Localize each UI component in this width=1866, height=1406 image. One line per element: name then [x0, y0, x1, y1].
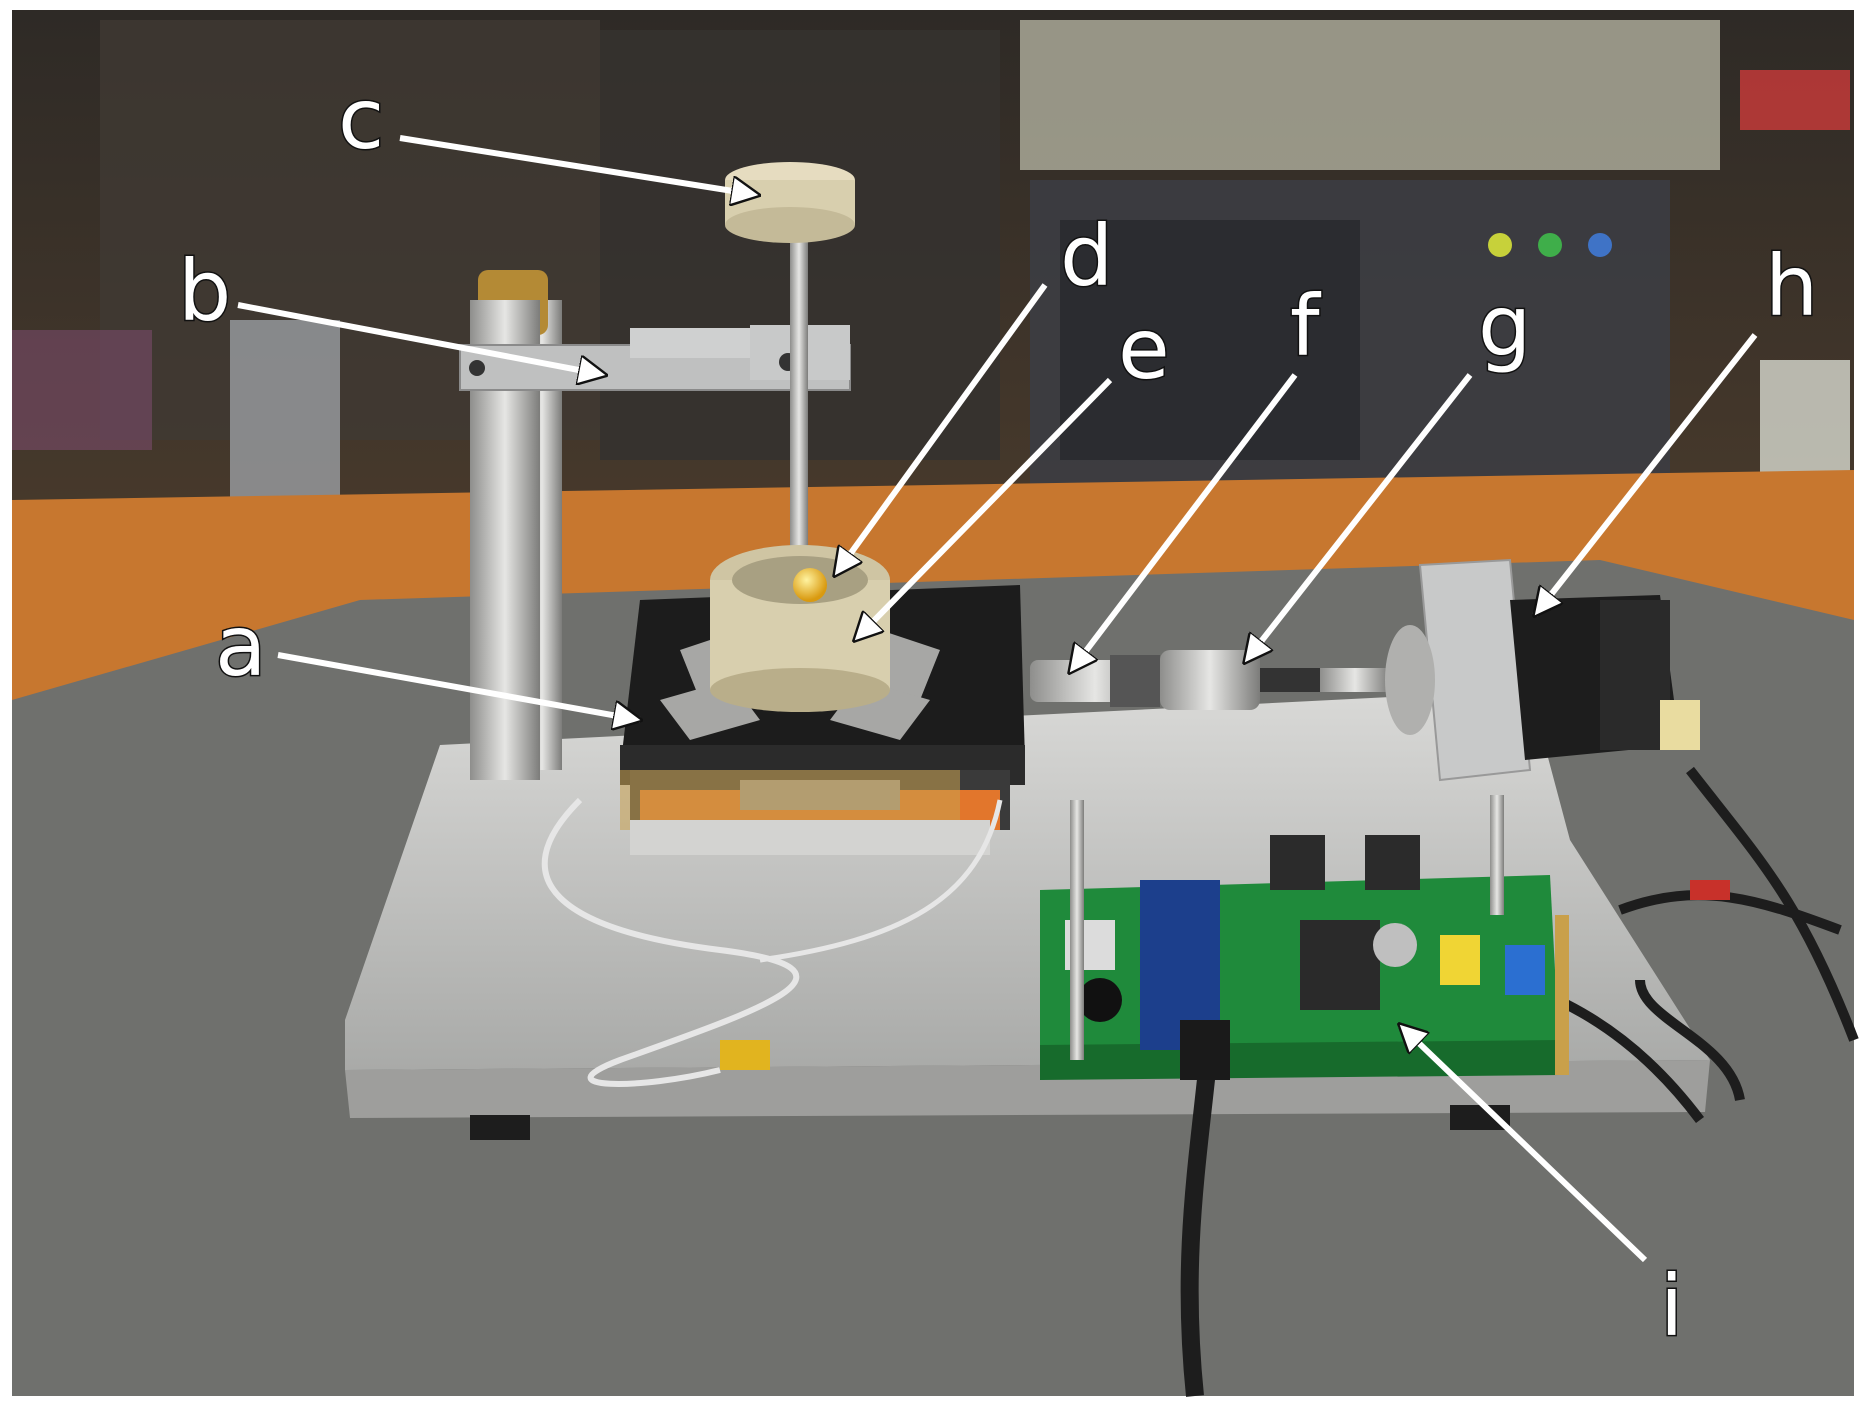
arrow-e	[855, 377, 1113, 640]
xy-stage	[620, 585, 1025, 855]
arrow-i	[1400, 1025, 1648, 1263]
arrow-c	[399, 135, 758, 195]
label-b: b	[178, 242, 231, 340]
drive-shaft	[1030, 650, 1390, 710]
label-i: i	[1660, 1257, 1683, 1355]
background	[12, 10, 1854, 570]
arrow-d	[835, 283, 1048, 575]
label-f: f	[1290, 277, 1322, 375]
plunger	[725, 162, 855, 550]
arrow-b	[237, 302, 605, 375]
arrow-a	[277, 652, 640, 720]
arrow-h	[1535, 333, 1758, 615]
annotation-arrows	[237, 135, 1758, 1263]
label-c: c	[338, 70, 384, 168]
stepper-motor	[1385, 558, 1700, 782]
holder-arm	[459, 325, 851, 391]
label-e: e	[1118, 300, 1170, 398]
arrow-f	[1070, 373, 1298, 672]
controller-pcb	[1040, 795, 1569, 1080]
label-a: a	[215, 597, 266, 695]
test-ball	[793, 568, 827, 602]
label-g: g	[1478, 277, 1531, 375]
label-d: d	[1060, 207, 1113, 305]
arrow-g	[1245, 373, 1473, 662]
annotation-labels: a b c d e f g h i	[177, 69, 1820, 1357]
label-h: h	[1765, 237, 1818, 335]
